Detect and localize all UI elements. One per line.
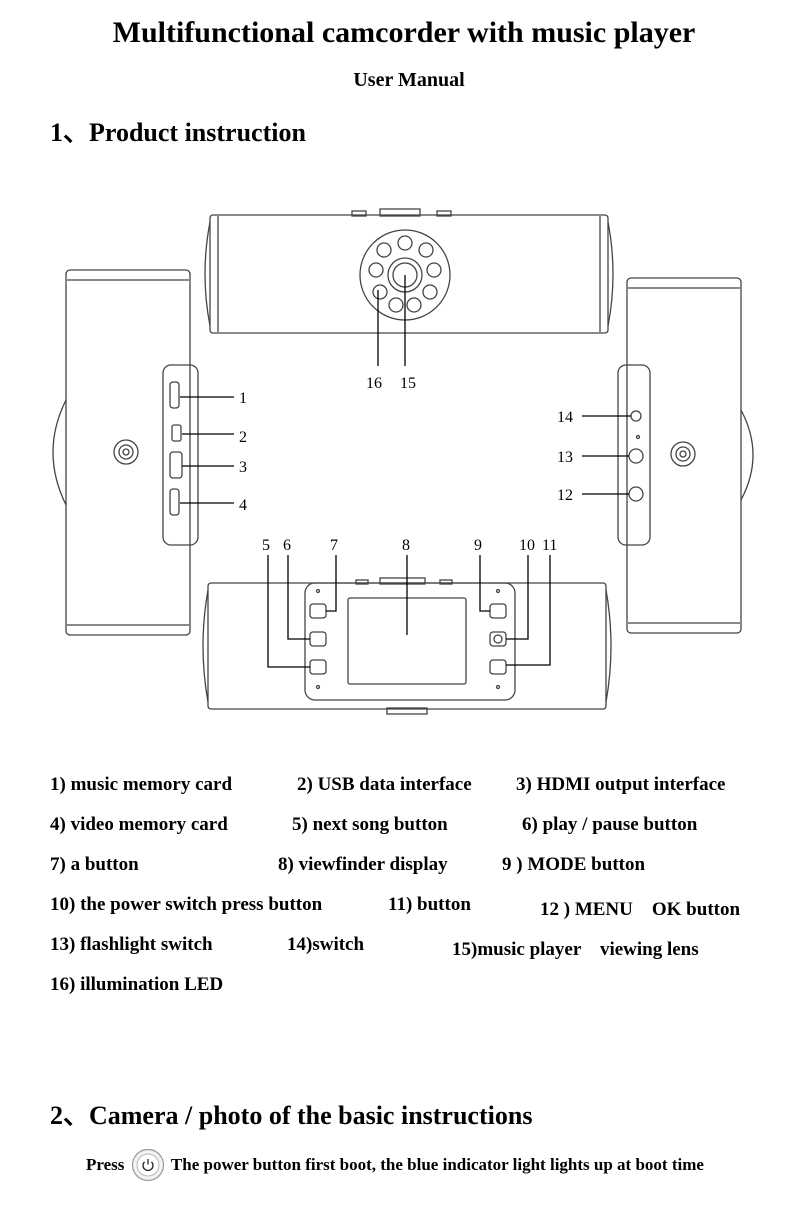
- press-label: Press: [86, 1155, 125, 1174]
- callout-1: 1: [239, 390, 247, 407]
- callout-6: 6: [283, 537, 291, 554]
- callout-14: 14: [557, 409, 573, 426]
- legend-item-10: 10) the power switch press button: [50, 894, 323, 915]
- callout-15: 15: [400, 375, 416, 392]
- back-view: [202, 555, 612, 715]
- legend-item-14: 14)switch: [287, 934, 365, 955]
- power-icon: [131, 1148, 164, 1182]
- callout-2: 2: [239, 429, 247, 446]
- callout-7: 7: [330, 537, 338, 554]
- legend-item-1: 1) music memory card: [50, 774, 233, 795]
- callout-11: 11: [542, 537, 557, 554]
- press-instruction-text: The power button first boot, the blue in…: [170, 1155, 704, 1174]
- callout-5: 5: [262, 537, 270, 554]
- legend-item-4: 4) video memory card: [50, 814, 228, 835]
- camcorder-diagram: 16 15 1 2 3 4 14 13 12 5 6 7 8 9 10 11: [52, 208, 754, 715]
- legend-item-8: 8) viewfinder display: [278, 854, 448, 875]
- legend-item-13: 13) flashlight switch: [50, 934, 213, 955]
- top-view: [204, 208, 614, 366]
- legend-item-3: 3) HDMI output interface: [516, 774, 726, 795]
- legend-item-11: 11) button: [388, 894, 471, 915]
- callout-8: 8: [402, 537, 410, 554]
- section-heading-product-instruction: 1、Product instruction: [50, 118, 306, 147]
- document-subtitle: User Manual: [353, 69, 465, 91]
- document-title: Multifunctional camcorder with music pla…: [112, 16, 696, 49]
- legend-item-16: 16) illumination LED: [50, 974, 224, 995]
- callout-16: 16: [366, 375, 382, 392]
- legend-item-5: 5) next song button: [292, 814, 448, 835]
- legend-item-2: 2) USB data interface: [297, 774, 472, 795]
- legend-item-7: 7) a button: [50, 854, 139, 875]
- callout-3: 3: [239, 459, 247, 476]
- legend-item-15: 15)music player viewing lens: [452, 939, 699, 960]
- right-side-view: [582, 277, 754, 634]
- callout-4: 4: [239, 497, 247, 514]
- left-side-view: [52, 269, 234, 636]
- legend-item-9: 9 ) MODE button: [502, 854, 646, 875]
- callout-9: 9: [474, 537, 482, 554]
- callout-13: 13: [557, 449, 573, 466]
- legend-item-6: 6) play / pause button: [522, 814, 698, 835]
- callout-10: 10: [519, 537, 535, 554]
- callout-12: 12: [557, 487, 573, 504]
- power-instruction: Press The power button first boot, the b…: [86, 1148, 704, 1188]
- legend-item-12: 12 ) MENU OK button: [540, 899, 741, 920]
- power-symbol-icon: [493, 634, 503, 644]
- section-heading-camera-photo: 2、Camera / photo of the basic instructio…: [50, 1101, 533, 1130]
